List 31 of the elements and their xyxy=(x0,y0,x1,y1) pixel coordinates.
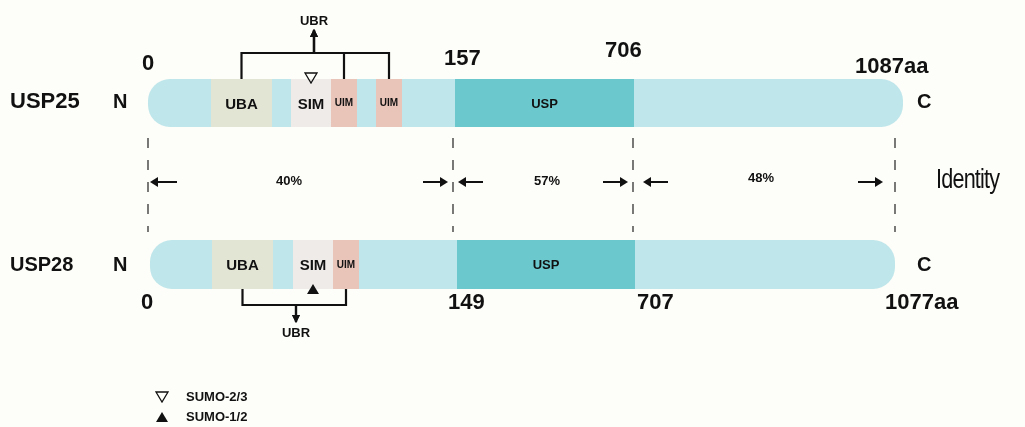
bracket-arrow xyxy=(292,289,348,323)
usp-domain: USP xyxy=(455,79,634,127)
uim-domain: UIM xyxy=(376,79,402,127)
annotation-label: 40% xyxy=(276,174,303,187)
annotation-label: 149 xyxy=(448,291,485,313)
annotation-label: 48% xyxy=(748,171,775,184)
uim-domain: UIM xyxy=(333,240,359,289)
annotation-label: C xyxy=(917,91,932,111)
usp-domain: USP xyxy=(457,240,635,289)
uba-domain: UBA xyxy=(211,79,272,127)
ubr-label: UBR xyxy=(294,10,334,30)
annotation-label: USP25 xyxy=(10,90,80,112)
identity-label: Identity xyxy=(936,166,1000,193)
uim-domain: UIM xyxy=(331,79,357,127)
annotation-label: 0 xyxy=(141,291,154,313)
annotation-label: 157 xyxy=(444,47,481,69)
uba-domain: UBA xyxy=(212,240,273,289)
annotation-label: 1087aa xyxy=(855,55,929,77)
annotation-label: USP28 xyxy=(10,254,74,274)
annotation-label: 706 xyxy=(605,39,642,61)
legend-label: SUMO-2/3 xyxy=(186,390,248,403)
annotation-label: N xyxy=(113,254,128,274)
annotation-label: C xyxy=(917,254,932,274)
annotation-label: N xyxy=(113,91,128,111)
bracket-arrow xyxy=(310,29,391,79)
annotation-label: 0 xyxy=(142,52,155,74)
legend-label: SUMO-1/2 xyxy=(186,410,248,423)
annotation-label: 57% xyxy=(534,174,561,187)
annotation-label: 1077aa xyxy=(885,291,959,313)
annotation-label: 707 xyxy=(637,291,674,313)
ubr-label: UBR xyxy=(276,322,316,342)
